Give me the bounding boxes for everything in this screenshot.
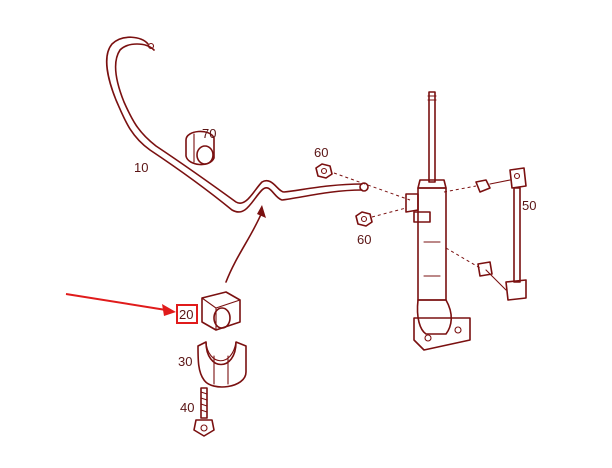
label-60-upper: 60 <box>314 145 328 160</box>
rubber-mount-70[interactable] <box>185 130 215 166</box>
label-40: 40 <box>180 400 194 415</box>
label-30: 30 <box>178 354 192 369</box>
nut-60-lower[interactable] <box>355 211 373 227</box>
label-70: 70 <box>202 126 216 141</box>
shock-absorber-strut <box>405 91 471 351</box>
coupling-rod-50[interactable] <box>475 167 527 301</box>
bolt-40[interactable] <box>193 387 215 437</box>
clamp-30[interactable] <box>197 341 247 388</box>
stabilizer-bar[interactable] <box>105 36 369 213</box>
bushing-20[interactable] <box>201 291 241 331</box>
label-60-lower: 60 <box>357 232 371 247</box>
label-50: 50 <box>522 198 536 213</box>
label-10: 10 <box>134 160 148 175</box>
highlight-box-20 <box>176 304 198 324</box>
nut-60-upper[interactable] <box>315 163 333 179</box>
red-pointer-arrow <box>65 293 176 316</box>
assembly-arrow <box>225 205 266 283</box>
label-20: 20 <box>179 307 193 322</box>
leader-lines <box>333 172 481 269</box>
